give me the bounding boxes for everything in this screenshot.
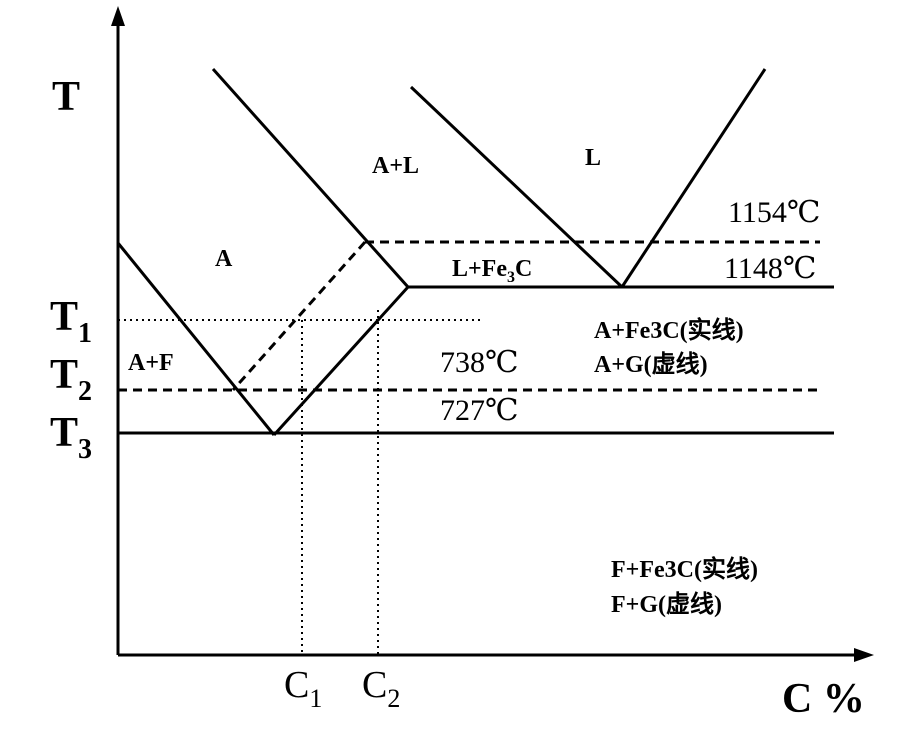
dashed-boundaries [118, 240, 820, 392]
region-austenite-label: A [215, 246, 233, 272]
region-liquid-cementite-label: L+Fe3C [452, 256, 532, 286]
temp-738-label: 738℃ [440, 346, 519, 379]
solidus-austenite-line [272, 285, 410, 437]
liquidus-austenite-line [211, 67, 410, 289]
t3-label: T3 [50, 410, 92, 465]
region-ferrite-graphite-label: F+G(虚线) [611, 591, 722, 618]
temp-727-label: 727℃ [440, 394, 519, 427]
region-austenite-ferrite-label: A+F [128, 350, 174, 376]
y-axis-label: T [52, 74, 80, 120]
c1-label: C1 [284, 664, 322, 713]
temp-1154-label: 1154℃ [728, 196, 820, 229]
axes [111, 6, 874, 662]
solid-boundaries [116, 67, 834, 437]
liquidus-hypereutectic-line [409, 85, 624, 289]
liquidus-cementite-line [620, 68, 767, 288]
region-austenite-cementite-label: A+Fe3C(实线) [594, 316, 744, 344]
x-axis-label: C % [782, 676, 865, 722]
a3-line [116, 242, 276, 436]
dotted-guides [118, 310, 480, 655]
region-liquid-label: L [585, 145, 601, 171]
t1-label: T1 [50, 294, 92, 349]
x-axis-arrow [854, 648, 874, 662]
c2-label: C2 [362, 664, 400, 713]
region-austenite-liquid-label: A+L [372, 153, 419, 179]
t2-label: T2 [50, 352, 92, 407]
region-austenite-graphite-label: A+G(虚线) [594, 351, 708, 378]
region-ferrite-cementite-label: F+Fe3C(实线) [611, 555, 758, 583]
graphite-boundary-dashed-line [231, 241, 367, 391]
y-axis-arrow [111, 6, 125, 26]
temp-1148-label: 1148℃ [724, 252, 816, 285]
